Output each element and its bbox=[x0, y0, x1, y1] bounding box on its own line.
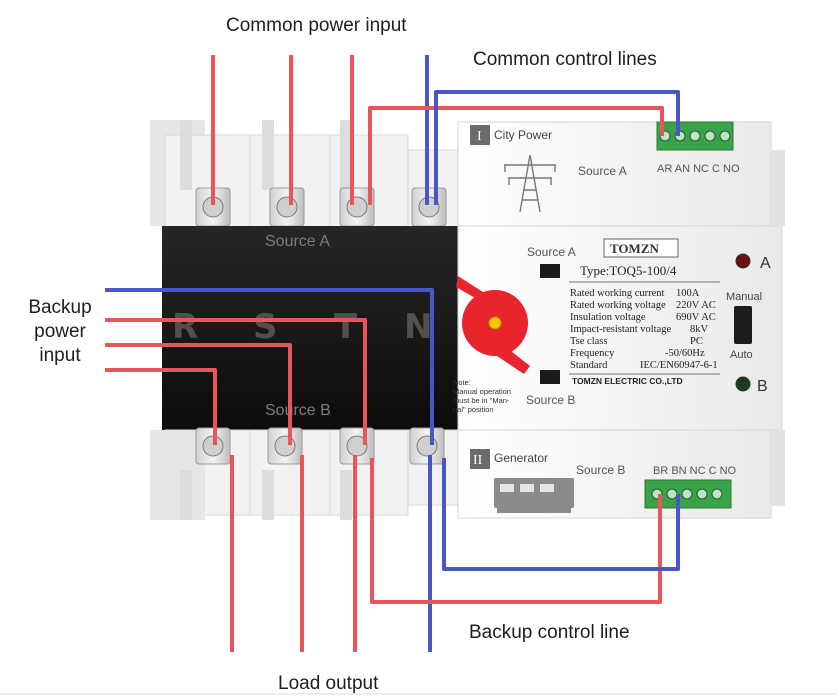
spec-name: Impact-resistant voltage bbox=[570, 324, 672, 335]
spec-name: Rated working voltage bbox=[570, 300, 666, 311]
spec-name: Frequency bbox=[570, 348, 615, 359]
spec-value: 690V AC bbox=[676, 312, 716, 323]
maker-name: TOMZN ELECTRIC CO.,LTD bbox=[572, 376, 683, 386]
spec-name: Rated working current bbox=[570, 288, 665, 299]
spec-value: 100A bbox=[676, 288, 700, 299]
switch-auto-label: Auto bbox=[730, 349, 753, 361]
section-generator: II Generator Source B BR BN NC C NO bbox=[470, 449, 737, 513]
label-backup-control-line: Backup control line bbox=[469, 622, 630, 643]
spec-name: Insulation voltage bbox=[570, 312, 646, 323]
switch-body bbox=[162, 226, 458, 430]
common-control-wire-red bbox=[368, 106, 664, 205]
backup-input-wire-t bbox=[105, 318, 367, 445]
spec-value: PC bbox=[690, 336, 703, 347]
phase-letter: N bbox=[404, 307, 432, 347]
backup-control-wire-red bbox=[370, 458, 662, 604]
indicator-a-lamp bbox=[735, 253, 751, 269]
section-2-title: Generator bbox=[494, 451, 548, 465]
main-face: Source A Source B TOMZN Type:TOQ5-100/4 … bbox=[453, 238, 720, 414]
body-source-b-label: Source B bbox=[265, 402, 331, 419]
control-terminal-block-a bbox=[656, 121, 734, 151]
phase-letter: S bbox=[253, 307, 278, 347]
control-terminal-block-b bbox=[644, 479, 732, 509]
section-1-title: City Power bbox=[494, 128, 552, 142]
section-city-power: I City Power Source A AR AN NC C NO bbox=[470, 125, 740, 213]
spec-value: 220V AC bbox=[676, 300, 716, 311]
manual-auto-switch[interactable] bbox=[734, 306, 752, 344]
backup-input-wire-r bbox=[105, 368, 217, 445]
manual-note: Note: Manual operation must be in "Man- … bbox=[453, 378, 513, 414]
backup-input-wire-n bbox=[105, 288, 434, 445]
section-2-roman: II bbox=[473, 453, 483, 468]
model-type: Type:TOQ5-100/4 bbox=[580, 263, 677, 278]
spec-name: Tse class bbox=[570, 336, 607, 347]
spec-list: Rated working current 100A Rated working… bbox=[570, 288, 718, 371]
section-1-roman: I bbox=[477, 129, 482, 144]
brand-logo: TOMZN bbox=[610, 241, 659, 256]
source-a-window bbox=[540, 264, 560, 278]
lower-screw-terminals bbox=[195, 427, 445, 465]
label-common-control-lines: Common control lines bbox=[473, 49, 657, 70]
backup-input-wire-s bbox=[105, 343, 292, 445]
spec-value: 8kV bbox=[690, 324, 709, 335]
spec-value: IEC/EN60947-6-1 bbox=[640, 360, 718, 371]
spec-name: Standard bbox=[570, 360, 608, 371]
source-b-window bbox=[540, 370, 560, 384]
indicator-b-lamp bbox=[735, 376, 751, 392]
label-load-output: Load output bbox=[278, 673, 379, 694]
indicator-a-label: A bbox=[760, 255, 771, 272]
section-2-terminal-labels: BR BN NC C NO bbox=[653, 465, 737, 477]
indicator-b-label: B bbox=[757, 378, 768, 395]
phase-letter: R bbox=[172, 307, 198, 347]
section-2-source: Source B bbox=[576, 463, 625, 477]
generator-icon bbox=[494, 478, 574, 513]
label-backup-power-input: Backup power input bbox=[28, 297, 92, 366]
selector-knob[interactable] bbox=[456, 276, 530, 374]
face-source-b-label: Source B bbox=[526, 393, 575, 407]
section-1-terminal-labels: AR AN NC C NO bbox=[657, 163, 740, 175]
body-source-a-label: Source A bbox=[265, 233, 330, 250]
wires bbox=[105, 55, 680, 652]
section-1-source: Source A bbox=[578, 164, 627, 178]
backup-control-wire-blue bbox=[442, 458, 680, 571]
face-source-a-label: Source A bbox=[527, 245, 576, 259]
phase-letters: R S T N bbox=[172, 307, 432, 347]
label-common-power-input: Common power input bbox=[226, 15, 407, 36]
phase-letter: T bbox=[334, 307, 358, 347]
common-control-wire-blue bbox=[434, 90, 680, 205]
power-tower-icon bbox=[504, 154, 556, 213]
spec-value: -50/60Hz bbox=[665, 348, 705, 359]
switch-manual-label: Manual bbox=[726, 291, 762, 303]
